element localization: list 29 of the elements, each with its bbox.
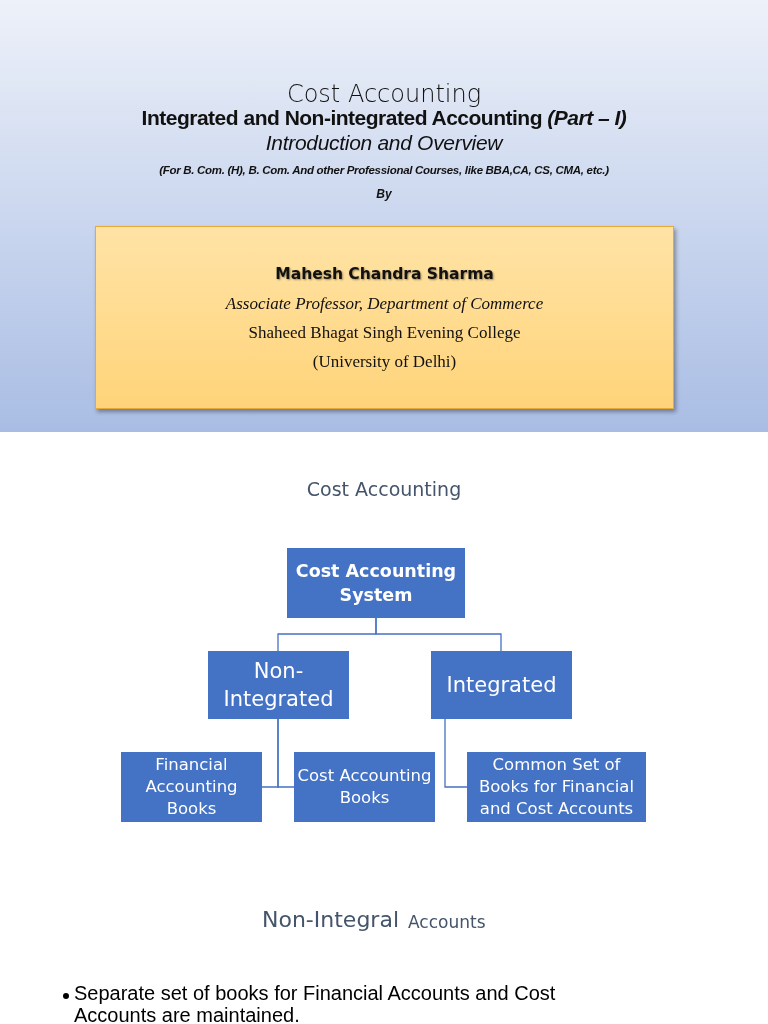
bullet-text: Separate set of books for Financial Accounts and Cost Accounts are maintained.: [74, 982, 557, 1024]
process-box: [208, 651, 349, 719]
author-name: Mahesh Chandra Sharma: [275, 264, 494, 285]
audience-note: (For B. Com. (H), B. Com. And other Professional Courses, like BBA,CA, CS, CMA, etc.): [158, 164, 610, 176]
connector-line: [277, 718, 295, 788]
connector-line: [444, 718, 468, 788]
slide-title: Cost Accounting: [285, 80, 483, 108]
box-label: Cost Accounting Books: [296, 765, 433, 809]
slide-subtitle: Introduction and Overview: [264, 131, 505, 155]
author-position: Associate Professor, Department of Commerce: [225, 293, 544, 315]
section-heading: Cost Accounting: [305, 478, 463, 500]
college-name: Shaheed Bhagat Singh Evening College: [248, 322, 521, 344]
box-label: Non-Integrated: [222, 658, 335, 713]
process-box: [431, 651, 572, 719]
box-label: Integrated: [445, 672, 558, 699]
process-box: [294, 752, 435, 822]
byline: By: [375, 187, 393, 201]
box-label: Common Set of Books for Financial and Cost Accounts: [477, 754, 636, 820]
process-box: [121, 752, 262, 822]
slide-subtitle: Integrated and Non-integrated Accounting (Part – I): [140, 106, 628, 130]
university-name: (University of Delhi): [312, 351, 457, 373]
process-box: [467, 752, 646, 822]
process-box: [287, 548, 465, 618]
connector-line: [375, 617, 502, 652]
section-heading: Accounts: [408, 912, 486, 932]
author-card: [95, 226, 674, 409]
section-heading: Non-Integral: [262, 907, 399, 932]
box-label: Financial Accounting Books: [144, 754, 239, 820]
box-label: Cost Accounting System: [294, 560, 458, 607]
